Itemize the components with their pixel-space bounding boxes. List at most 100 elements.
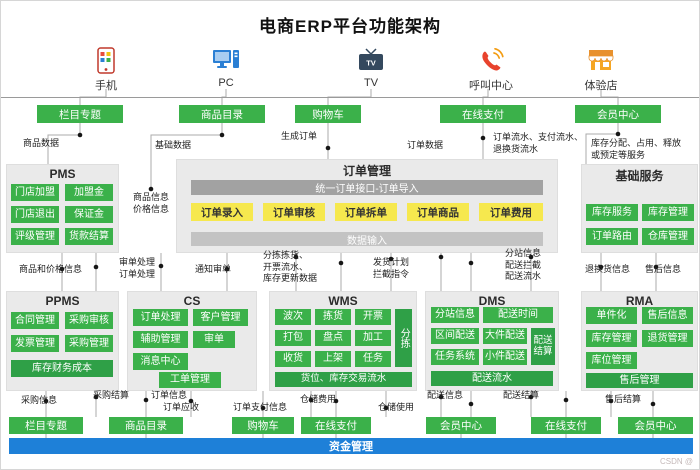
order-item-3: 订单商品 [407,203,469,221]
pms-item-0: 门店加盟 [11,184,59,201]
cs-item-4: 消息中心 [133,353,188,370]
flow-goods-and-price: 商品和价格信息 [19,264,83,274]
top-portal-0: 栏目专题 [37,105,123,123]
flow-delivery-settle: 配送结算 [503,390,540,400]
dms-title: DMS [478,294,506,308]
flow-goods-data: 商品数据 [23,138,60,148]
cs-item-3: 审单 [193,331,235,348]
flow-order-flows: 订单流水、支付流水、 退换货流水 [493,132,583,155]
wms-item-1: 拣货 [315,309,351,325]
rma-strip: 售后管理 [586,373,693,388]
flow-warehouse-fee: 仓储费用 [300,394,337,404]
flow-purchase-info: 采购信息 [21,395,58,405]
wms-side-sorting: 分拣 [395,309,412,367]
bottom-portal-3: 在线支付 [301,417,371,434]
flow-line: 分拣拣货、 [263,250,309,260]
flow-delivery-info: 配送信息 [427,390,464,400]
rma-item-2: 库存管理 [586,330,637,347]
flow-line: 审单处理 [119,257,156,267]
flow-notify-audit: 通知审单 [195,264,232,274]
flow-goods-price: 商品信息 价格信息 [129,192,173,215]
flow-line: 库存更新数据 [263,273,318,284]
flow-order-data: 订单数据 [407,140,444,150]
flow-line: 订单处理 [119,268,156,279]
ppms-item-1: 采购审核 [65,312,113,329]
wms-item-2: 开票 [355,309,391,325]
order-unified-interface-bar: 统一订单接口-订单导入 [191,180,543,195]
wms-item-3: 打包 [275,330,311,346]
channel-store: 体验店 [571,45,631,93]
channel-label: PC [218,77,234,89]
pms-item-4: 评级管理 [11,228,59,245]
cs-item-2: 辅助管理 [133,331,188,348]
flow-wms-feed: 分拣拣货、 开票流水、 库存更新数据 [263,250,317,285]
wms-item-6: 收货 [275,351,311,367]
channel-label: 体验店 [584,80,618,92]
cs-title: CS [183,294,201,308]
channel-callcenter: 呼叫中心 [458,45,524,93]
fund-management-bar: 资金管理 [9,438,693,454]
bottom-portal-0: 栏目专题 [9,417,83,434]
pms-item-3: 保证金 [65,206,113,223]
rma-item-0: 单件化 [586,307,637,324]
flow-order-info: 订单信息 [151,390,188,400]
flow-line: 分站信息 [505,248,542,258]
flow-line: 订单流水、支付流水、 [493,132,584,142]
rma-item-3: 退货管理 [642,330,693,347]
flow-line: 配送拦截 [505,259,542,270]
flow-order-receivable: 订单应收 [163,402,200,412]
dms-item-0: 分站信息 [431,307,479,323]
pms-item-1: 加盟金 [65,184,113,201]
base-service-item-0: 库存服务 [586,204,638,221]
channel-pc: PC [198,45,254,89]
flow-line: 拦截指令 [373,268,410,279]
bottom-portal-6: 会员中心 [618,417,693,434]
flow-aftersale-settle: 售后结算 [605,394,642,404]
order-item-0: 订单录入 [191,203,253,221]
flow-inventory-service: 库存分配、占用、释放 或预定等服务 [591,138,681,161]
wms-item-7: 上架 [315,351,351,367]
cs-item-1: 客户管理 [193,309,248,326]
ppms-item-0: 合同管理 [11,312,59,329]
ppms-item-3: 采购管理 [65,335,113,352]
rma-item-4: 库位管理 [586,352,637,369]
bottom-portal-1: 商品目录 [109,417,183,434]
bottom-portal-5: 在线支付 [531,417,601,434]
watermark: CSDN @ [659,457,693,466]
wms-item-5: 加工 [355,330,391,346]
tv-icon: TV [343,45,399,75]
pms-item-2: 门店退出 [11,206,59,223]
channel-label: 呼叫中心 [469,80,513,92]
channel-mobile: 手机 [76,45,136,93]
flow-dms-feed: 分站信息 配送拦截 配送流水 [505,248,541,283]
order-item-2: 订单拆单 [335,203,397,221]
top-portal-2: 购物车 [295,105,361,123]
base-service-item-3: 仓库管理 [642,228,694,245]
flow-base-data: 基础数据 [155,140,192,150]
flow-aftersale-info: 售后信息 [645,264,682,274]
dms-item-3: 大件配送 [483,328,527,344]
dms-item-4: 任务系统 [431,349,479,365]
flow-line: 配送流水 [505,271,542,282]
cs-item-0: 订单处理 [133,309,188,326]
dms-item-2: 区间配送 [431,328,479,344]
wms-item-8: 任务 [355,351,391,367]
svg-text:TV: TV [366,58,376,67]
channel-label: 手机 [95,80,117,92]
flow-line: 价格信息 [132,203,169,214]
base-service-item-1: 库存管理 [642,204,694,221]
flow-line: 发货计划 [373,257,410,267]
top-portal-1: 商品目录 [179,105,265,123]
flow-ship-plan: 发货计划 拦截指令 [373,257,409,280]
store-icon [571,45,631,75]
top-portal-3: 在线支付 [440,105,526,123]
divider-line [1,97,699,98]
flow-create-order: 生成订单 [281,131,318,141]
wms-title: WMS [328,294,358,308]
bottom-portal-2: 购物车 [232,417,294,434]
flow-warehouse-usage: 仓储使用 [378,402,415,412]
top-portal-4: 会员中心 [575,105,661,123]
base-service-title: 基础服务 [615,169,664,183]
